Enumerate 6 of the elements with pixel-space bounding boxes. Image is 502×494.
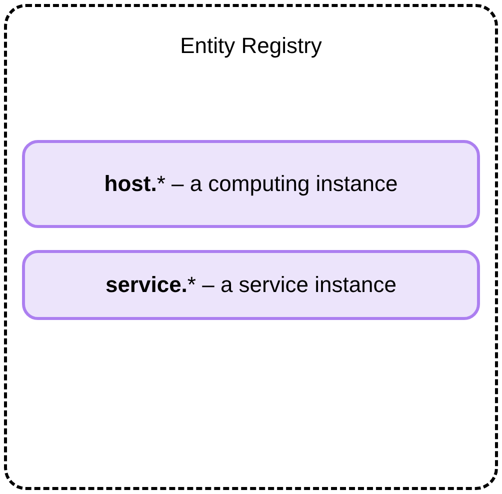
entity-label: service.* – a service instance xyxy=(105,272,397,298)
entity-label: host.* – a computing instance xyxy=(104,171,398,197)
entity-box xyxy=(22,140,480,228)
entity-box xyxy=(22,250,480,320)
registry-container xyxy=(4,4,498,490)
container-title: Entity Registry xyxy=(180,33,322,58)
